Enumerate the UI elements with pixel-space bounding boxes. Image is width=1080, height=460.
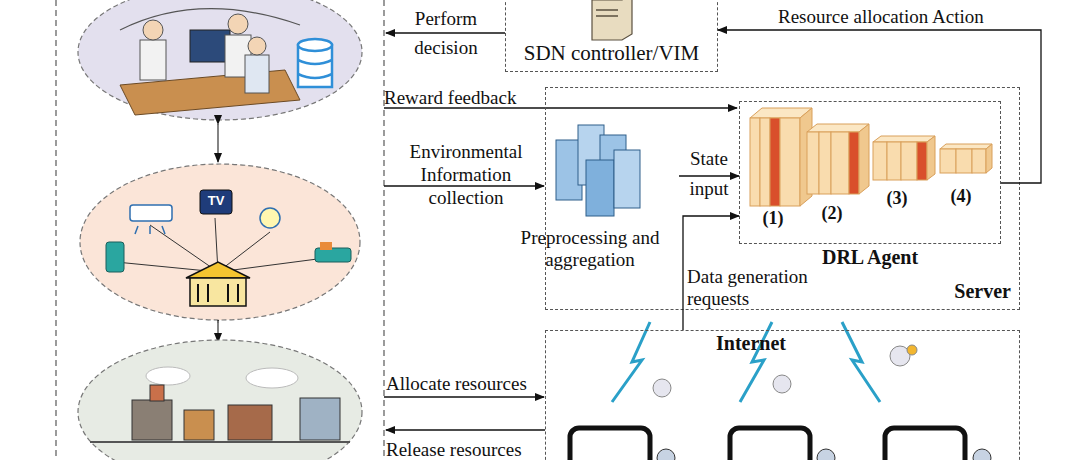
server-slots [596,10,618,16]
connector-arrow [718,30,1041,183]
ac-icon [130,205,172,221]
layer-slab [887,142,901,180]
wireless-bolt [842,322,880,402]
arrow-label: Allocate resources [386,372,546,395]
tv-icon [200,190,232,214]
house-body [190,278,246,306]
node-text: DRL Agent [740,246,1000,269]
house-columns [198,284,238,302]
layer-slab [770,118,780,206]
layer-slab [831,132,849,194]
server-icon [592,0,632,40]
node-text: Server [954,280,1011,303]
device-dot [817,449,835,460]
factory [300,398,340,440]
factory [184,410,214,440]
person-head [228,14,248,34]
server-tower [586,160,614,216]
callout-number: (1) [756,207,790,230]
layer-slab [807,132,819,194]
speaker-icon [106,242,124,272]
release-arrow [386,429,545,430]
person-body [245,55,269,93]
person-head [248,37,266,55]
database-ring [298,60,332,78]
connector-arrow [679,175,739,176]
block-side [927,136,935,180]
layer-slab [780,118,800,206]
factory [228,405,272,440]
database-top [298,39,332,51]
cloud [146,367,190,385]
cloud [246,368,298,388]
app-device [570,428,650,460]
ac-airflow [135,226,165,234]
node-text: Internet [686,332,816,355]
layer-slab [750,118,760,206]
icon-text: TV [200,192,232,210]
layer-slab [819,132,831,194]
device-dot [657,449,675,460]
gear-icon [653,379,671,397]
arrow-label: Environmental Information collection [390,140,542,209]
layer-slab [849,132,859,194]
scene-ellipse [80,164,360,320]
layer-slab [972,149,986,173]
bulb-icon [260,208,280,228]
scene-ellipse [78,0,362,120]
callout-number: (2) [815,202,849,225]
factory [132,400,172,440]
gear-icon [907,345,917,355]
gear-icon [773,375,791,393]
edge-label: Resource allocation Action [778,5,1053,28]
preprocessing-unit: Preprocessing and aggregation [501,119,679,271]
layer-slab [956,149,972,173]
callout-number: (3) [880,187,914,210]
person-body [140,40,166,80]
collection-arrow [384,185,544,186]
wireless-bolt [612,322,650,402]
sofa-icon [315,248,351,262]
callout-number: (4) [944,185,978,208]
allocate-arrow [384,396,544,397]
server-tower [614,150,640,208]
layer-slab [901,142,917,180]
house-roof [186,262,250,278]
edge-label: Data generation requests [687,266,837,310]
arrow-label: Release resources [386,438,546,460]
block-top [873,136,935,142]
sofa-cushion [320,242,332,250]
factory-chimney [150,385,164,401]
person-head [143,20,163,40]
layer-slab [940,149,956,173]
link-line [150,225,218,272]
node-text: Preprocessing and aggregation [501,227,679,271]
block-side [986,144,992,173]
app-device [730,428,810,460]
ground-line [90,441,350,443]
layer-slab [873,142,887,180]
layer-slab [760,118,770,206]
link-arrow [217,124,218,162]
block-top [940,144,992,149]
link-arrow [217,322,218,342]
container-border [383,0,384,460]
internet-box: Internet [545,330,1020,460]
container-border [55,0,56,460]
edge-label: State input [677,144,741,204]
node-text: SDN controller/VIM [506,42,717,65]
decision-arrow [386,32,505,33]
app-device [885,428,965,460]
scene-ellipse [78,340,362,460]
arrow-label: Perform decision [396,4,496,62]
monitor [190,30,230,62]
layer-slab [917,142,927,180]
arrow-label: Reward feedback [384,86,584,109]
block-side [859,124,869,194]
server-cluster-icon [556,125,640,216]
device-dot [973,449,991,460]
controller-box: SDN controller/VIM [505,0,718,72]
